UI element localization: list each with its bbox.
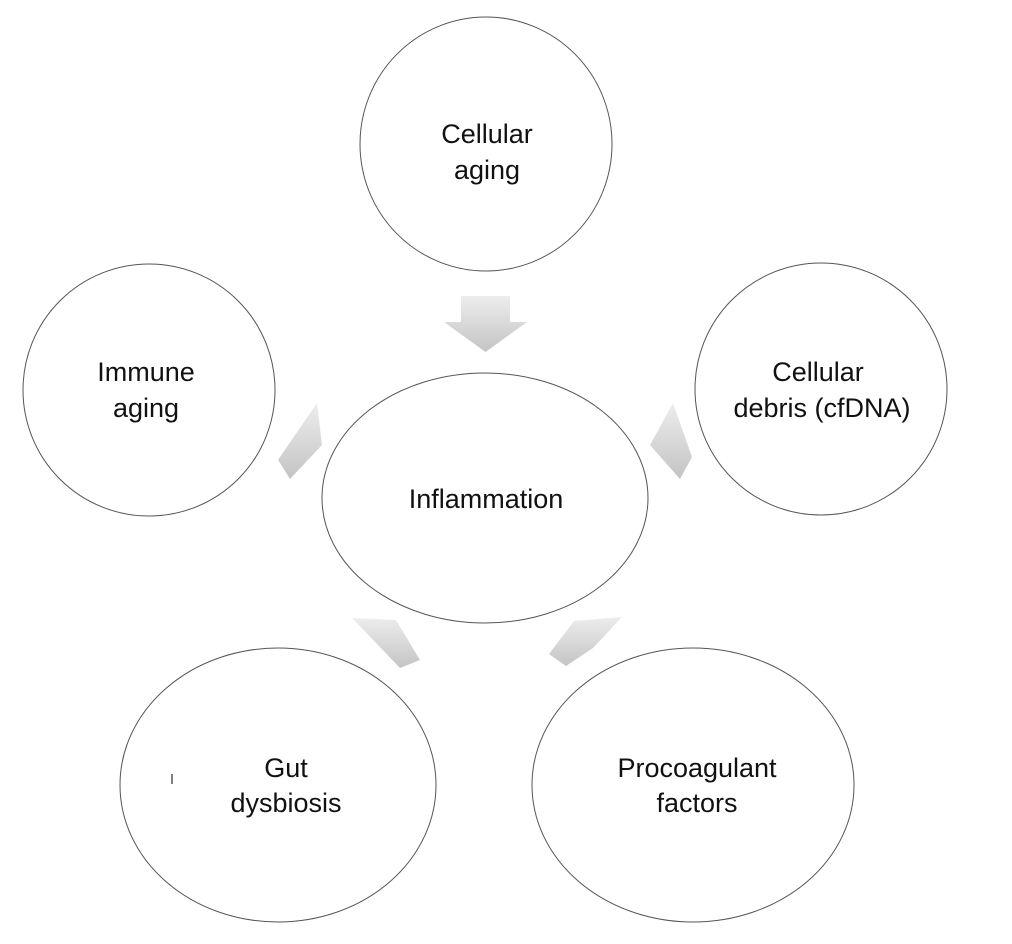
node-label-line2: dysbiosis [230,788,341,818]
node-label-line1: Cellular [441,119,533,149]
arrow-from-gut-dysbiosis [352,618,420,668]
node-gut-dysbiosis: Gut dysbiosis [119,647,437,923]
node-label-line2: aging [113,393,179,423]
center-node-label: Inflammation [409,484,564,514]
node-label-line1: Immune [97,357,195,387]
arrow-from-immune-aging [278,403,322,479]
node-cellular-debris: Cellular debris (cfDNA) [694,262,948,516]
node-label-line2: debris (cfDNA) [733,393,910,423]
arrow-from-cellular-debris [650,403,692,479]
arrows [278,296,692,668]
node-label-line1: Gut [264,753,308,783]
node-cellular-aging: Cellular aging [359,16,613,272]
node-procoagulant-factors: Procoagulant factors [531,647,855,923]
node-immune-aging: Immune aging [22,263,276,517]
center-node-inflammation: Inflammation [321,372,649,624]
node-label-line2: factors [656,788,737,818]
node-label-line1: Procoagulant [617,753,777,783]
node-label-line1: Cellular [772,357,864,387]
arrow-from-cellular-aging [444,296,527,352]
arrow-from-procoagulant-factors [549,617,622,666]
node-label-line2: aging [454,155,520,185]
